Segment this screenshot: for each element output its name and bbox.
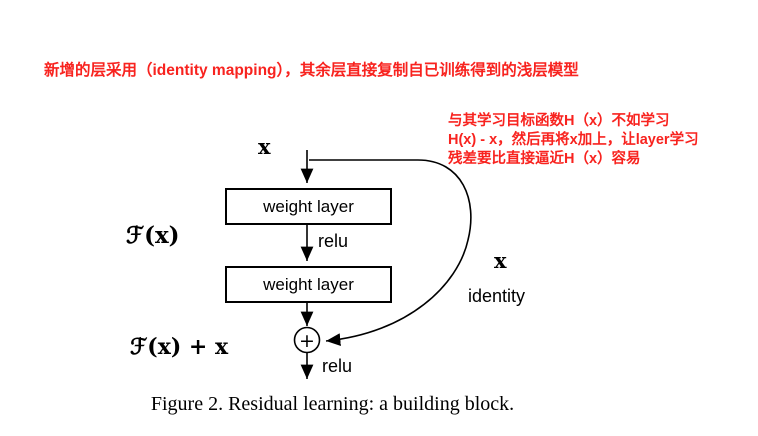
- residual-function-label: ℱ(x): [126, 222, 180, 249]
- identity-skip-curve: [309, 159, 472, 346]
- weight-layer-2-label: weight layer: [263, 274, 354, 294]
- side-annotation-line-1: 与其学习目标函数H（x）不如学习: [448, 113, 670, 129]
- input-x-label: x: [258, 134, 271, 159]
- sum-node-circle: [293, 326, 321, 354]
- identity-label: identity: [468, 286, 526, 306]
- relu-label-2: relu: [322, 356, 353, 376]
- figure-caption: Figure 2. Residual learning: a building …: [150, 393, 515, 415]
- side-annotation-line-2: H(x) - x，然后再将x加上，让layer学习: [448, 132, 699, 148]
- relu-label-1: relu: [318, 231, 349, 251]
- weight-layer-2-box: weight layer: [225, 266, 392, 303]
- sum-output-label: ℱ(x) + x: [130, 334, 229, 360]
- side-annotation-line-3: 残差要比直接逼近H（x）容易: [448, 151, 641, 167]
- weight-layer-1-label: weight layer: [263, 196, 354, 216]
- weight-layer-1-box: weight layer: [225, 188, 392, 225]
- top-annotation: 新增的层采用（identity mapping），其余层直接复制自已训练得到的浅…: [44, 62, 579, 79]
- plus-icon: +: [299, 330, 315, 352]
- skip-x-label: x: [494, 248, 507, 273]
- side-annotation: 与其学习目标函数H（x）不如学习 H(x) - x，然后再将x加上，让layer…: [448, 112, 699, 169]
